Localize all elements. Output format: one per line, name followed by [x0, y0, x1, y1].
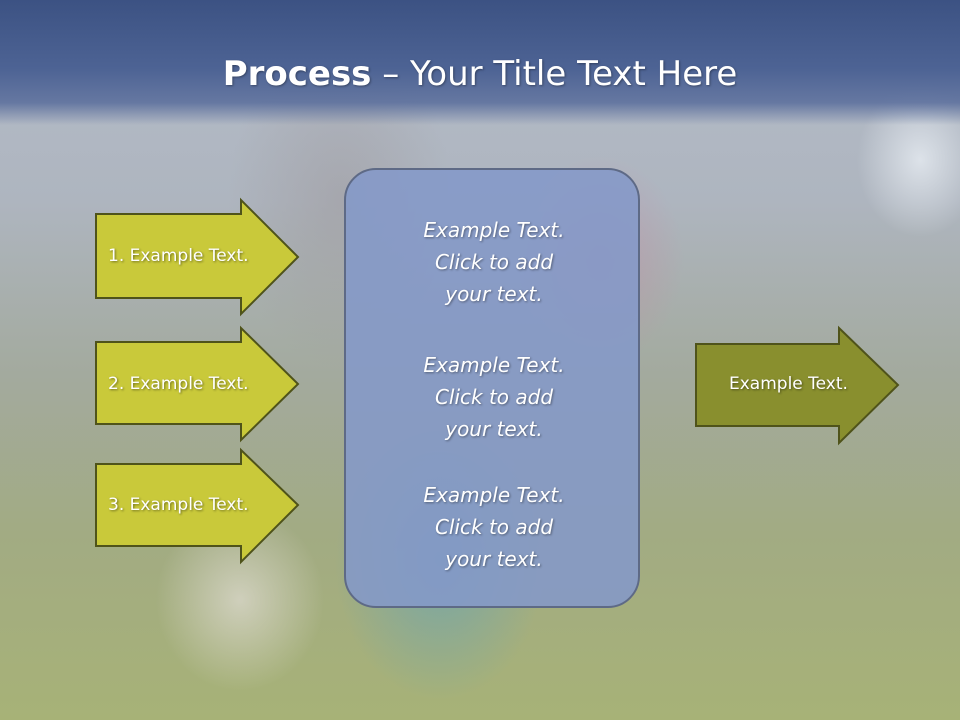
panel-text-line: Click to add — [434, 250, 554, 274]
arrow-2-shape — [95, 325, 300, 443]
slide-title[interactable]: Process – Your Title Text Here — [0, 52, 960, 96]
center-panel[interactable]: Example Text. Click to add your text. Ex… — [344, 168, 640, 608]
arrow-right-label: Example Text. — [729, 374, 848, 394]
panel-text-block-2[interactable]: Example Text. Click to add your text. — [346, 349, 642, 445]
panel-text-line: Example Text. — [423, 483, 565, 507]
panel-text-line: Click to add — [434, 515, 554, 539]
title-rest: – Your Title Text Here — [371, 54, 738, 94]
panel-text-block-1[interactable]: Example Text. Click to add your text. — [346, 214, 642, 310]
arrow-1-label: 1. Example Text. — [108, 246, 249, 266]
arrow-2-label: 2. Example Text. — [108, 374, 249, 394]
arrow-right-shape — [695, 325, 900, 446]
title-band — [0, 0, 960, 125]
arrow-1-shape — [95, 197, 300, 317]
arrow-3[interactable] — [95, 447, 300, 565]
arrow-2[interactable] — [95, 325, 300, 443]
arrow-1[interactable] — [95, 197, 300, 317]
title-bold: Process — [222, 54, 372, 94]
panel-text-line: your text. — [445, 547, 543, 571]
panel-text-line: your text. — [445, 417, 543, 441]
panel-text-line: your text. — [445, 282, 543, 306]
panel-text-block-3[interactable]: Example Text. Click to add your text. — [346, 479, 642, 575]
arrow-right[interactable] — [695, 325, 900, 446]
panel-text-line: Click to add — [434, 385, 554, 409]
arrow-3-shape — [95, 447, 300, 565]
panel-text-line: Example Text. — [423, 218, 565, 242]
arrow-3-label: 3. Example Text. — [108, 495, 249, 515]
panel-text-line: Example Text. — [423, 353, 565, 377]
